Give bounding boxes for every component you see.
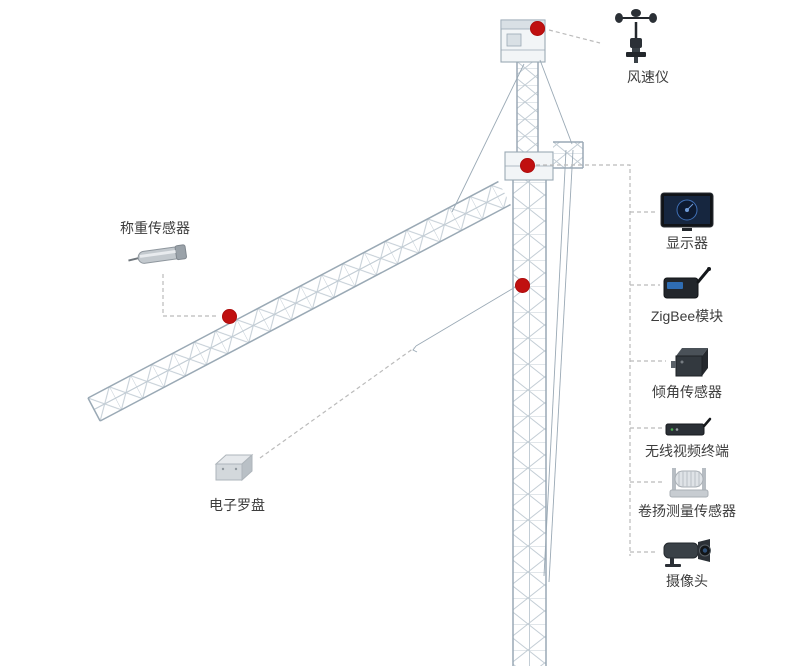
load-cell-label: 称重传感器 <box>120 220 190 236</box>
anemometer-connector <box>548 29 601 44</box>
jib-boom <box>87 180 511 422</box>
jib-marker <box>222 309 237 324</box>
tilt-sensor-label: 倾角传感器 <box>652 384 722 400</box>
tilt-sensor-icon <box>668 342 710 380</box>
winch-measurement-sensor-icon <box>666 464 712 500</box>
load-cell-connector <box>162 274 219 317</box>
anemometer-icon <box>612 8 660 64</box>
mast-marker <box>515 278 530 293</box>
zigbee-module-icon <box>662 266 714 304</box>
right-column-bracket <box>536 164 631 556</box>
compass-label: 电子罗盘 <box>209 497 265 513</box>
tower-head <box>516 62 539 152</box>
tower-top-marker <box>530 21 545 36</box>
compass-icon <box>208 448 260 488</box>
monitor-label: 显示器 <box>666 235 708 251</box>
camera-label: 摄像头 <box>666 573 708 589</box>
hoist-cables <box>412 59 574 583</box>
zigbee-module-label: ZigBee模块 <box>650 308 724 324</box>
load-cell-icon <box>126 240 196 270</box>
winch-measurement-sensor-label: 卷扬测量传感器 <box>638 503 736 519</box>
slewing-junction-marker <box>520 158 535 173</box>
wireless-video-terminal-label: 无线视频终端 <box>645 443 729 459</box>
camera-icon <box>660 534 712 570</box>
tower-mast <box>512 176 547 666</box>
connector-lines <box>162 29 666 556</box>
monitor-icon <box>660 192 714 232</box>
compass-connector <box>259 347 415 459</box>
counter-jib <box>553 141 584 169</box>
anemometer-label: 风速仪 <box>627 69 669 85</box>
wireless-video-terminal-icon <box>664 416 712 440</box>
